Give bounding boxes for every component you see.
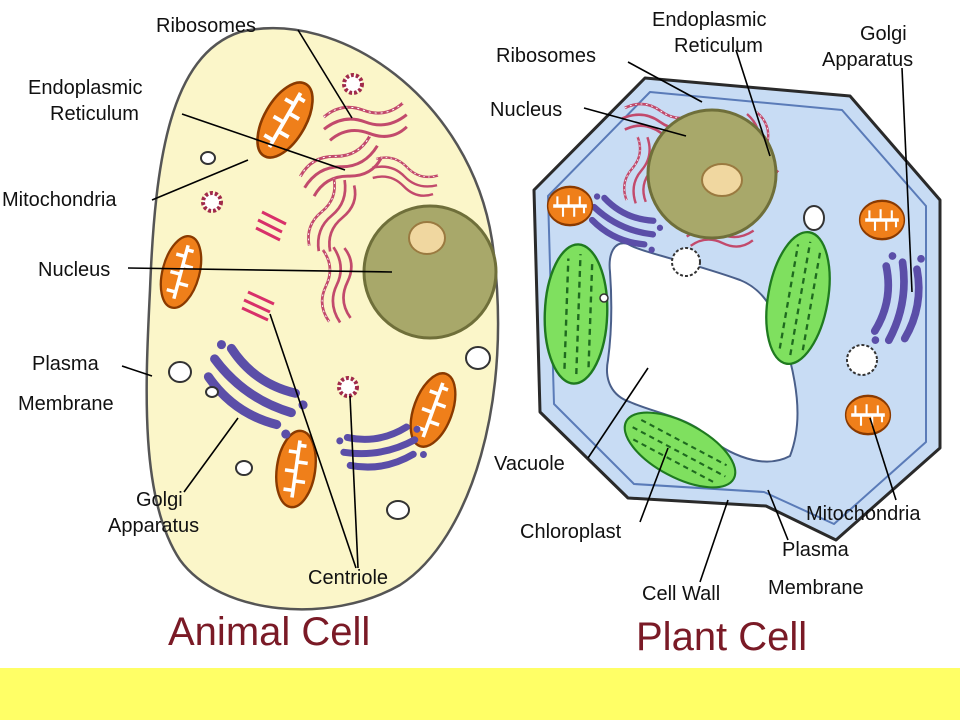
plant-er-label: Reticulum — [674, 35, 763, 57]
plant-nucleus-label: Nucleus — [490, 99, 562, 121]
plant-er-leader — [735, 49, 771, 157]
animal-golgi-leader — [183, 417, 239, 493]
plant-nucleus-leader — [583, 107, 687, 137]
plant-chloroplast-label: Chloroplast — [520, 521, 622, 543]
cell-diagram: Ribosomes Endoplasmic Reticulum Mitochon… — [2, 9, 942, 659]
plant-plasma-leader — [767, 489, 789, 541]
plant-mitochondria-icon — [857, 199, 907, 241]
animal-centriole-leader — [349, 395, 359, 569]
animal-ribosome-icon — [342, 73, 364, 95]
animal-vesicle-icon — [168, 151, 491, 520]
animal-nucleus-label: Nucleus — [38, 259, 110, 281]
plant-cell-wall-leader — [699, 499, 729, 583]
animal-mitochondria-label: Mitochondria — [2, 189, 117, 211]
animal-plasma-membrane — [145, 26, 500, 611]
animal-centriole-label: Centriole — [308, 567, 388, 589]
animal-ribosome-icon — [337, 376, 359, 398]
animal-plasma-label: Membrane — [18, 393, 114, 415]
plant-mitochondria-icon — [545, 185, 595, 227]
plant-vacuole-label: Vacuole — [494, 453, 565, 475]
plant-vacuole-leader — [587, 367, 649, 459]
animal-centriole-leader — [269, 313, 357, 569]
bottom-highlight-bar — [0, 668, 960, 720]
animal-nucleus-leader — [127, 267, 393, 273]
plant-cell-wall-label: Cell Wall — [642, 583, 720, 605]
animal-golgi-label: Golgi — [136, 489, 183, 511]
animal-centriole-icon — [241, 210, 287, 322]
plant-vesicle-icon — [599, 205, 878, 376]
animal-plasma-label: Plasma — [32, 353, 100, 375]
animal-cell: Ribosomes Endoplasmic Reticulum Mitochon… — [2, 15, 500, 654]
animal-er-leader — [181, 113, 346, 171]
animal-ribosome-icon — [201, 191, 223, 213]
plant-nucleus-icon — [646, 108, 778, 240]
plant-er-label: Endoplasmic — [652, 9, 767, 31]
animal-cell-title: Animal Cell — [168, 610, 370, 654]
plant-chloroplast-leader — [639, 447, 669, 523]
plant-golgi-leader — [901, 67, 913, 293]
plant-mitochondria-label: Mitochondria — [806, 503, 921, 525]
plant-mitochondria-icon — [843, 393, 893, 437]
animal-golgi-label: Apparatus — [108, 515, 199, 537]
plant-cell-title: Plant Cell — [636, 615, 807, 659]
plant-ribosomes-leader — [627, 61, 703, 103]
animal-ribosomes-label: Ribosomes — [156, 15, 256, 37]
plant-plasma-label: Plasma — [782, 539, 850, 561]
plant-golgi-label: Apparatus — [822, 49, 913, 71]
animal-er-label: Endoplasmic — [28, 77, 143, 99]
plant-ribosomes-label: Ribosomes — [496, 45, 596, 67]
animal-ribosomes-leader — [297, 29, 353, 119]
plant-plasma-label: Membrane — [768, 577, 864, 599]
plant-mitochondria-leader — [869, 417, 897, 501]
animal-er-label: Reticulum — [50, 103, 139, 125]
animal-mitochondria-leader — [151, 159, 249, 201]
plant-cell: Endoplasmic Reticulum Golgi Apparatus Ri… — [490, 9, 942, 659]
plant-golgi-label: Golgi — [860, 23, 907, 45]
animal-plasma-leader — [121, 365, 153, 377]
